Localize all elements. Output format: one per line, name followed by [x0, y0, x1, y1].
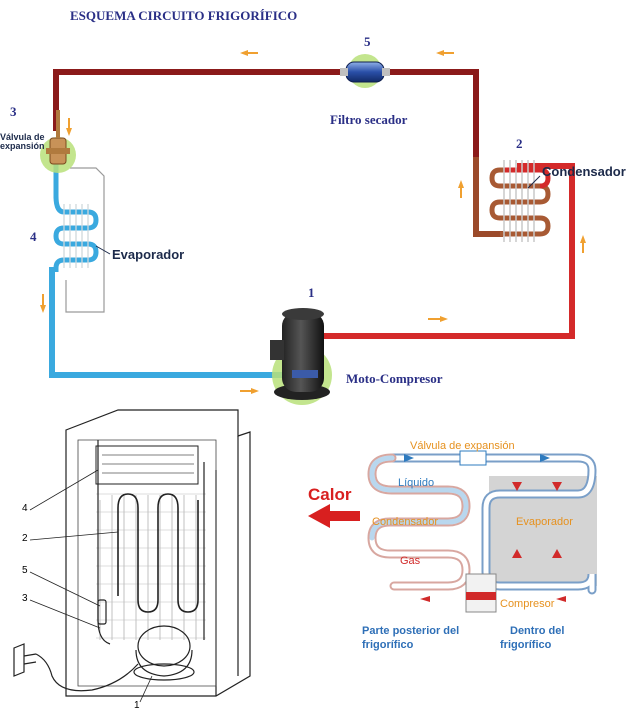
cycle-expansion-valve-icon — [459, 450, 487, 466]
cycle-loop — [367, 453, 597, 595]
label-evaporador: Evaporador — [112, 247, 185, 262]
cycle-label-valvula: Válvula de expansión — [410, 440, 515, 452]
label-filtro-secador: Filtro secador — [330, 112, 408, 127]
evaporator-leader — [95, 245, 111, 255]
label-moto-compresor: Moto-Compresor — [346, 371, 443, 386]
flow-arrows — [40, 50, 586, 394]
flow-arrow-icon — [540, 454, 550, 462]
liquid-line-top — [53, 69, 479, 166]
sketch-number-5: 5 — [22, 565, 28, 576]
cycle-label-condensador: Condensador — [372, 516, 439, 528]
condenser-leader — [527, 175, 541, 189]
flow-arrow-icon — [404, 454, 414, 462]
expansion-valve-icon — [46, 110, 70, 165]
cycle-label-compresor: Compresor — [500, 598, 555, 610]
cycle-label-gas: Gas — [400, 555, 421, 567]
number-2: 2 — [516, 136, 523, 151]
flow-arrow-icon — [40, 294, 46, 313]
number-5: 5 — [364, 34, 371, 49]
fridge-sketch — [13, 409, 251, 703]
flow-arrow-icon — [240, 50, 258, 56]
label-parte-posterior-2: frigorífico — [362, 639, 414, 651]
label-dentro-2: frigorífico — [500, 639, 552, 651]
flow-arrow-icon — [552, 482, 562, 491]
diagram-title: ESQUEMA CIRCUITO FRIGORÍFICO — [70, 8, 298, 23]
flow-arrow-icon — [580, 235, 586, 253]
flow-arrow-icon — [512, 549, 522, 558]
number-4: 4 — [30, 229, 37, 244]
flow-arrow-icon — [512, 482, 522, 491]
number-1: 1 — [308, 285, 315, 300]
sketch-number-3: 3 — [22, 593, 28, 604]
flow-arrow-icon — [240, 388, 259, 394]
evaporator-coil — [53, 195, 99, 272]
label-valvula-line2: expansión — [0, 141, 45, 151]
calor-arrow-icon — [308, 504, 360, 528]
label-valvula-line1: Válvula de — [0, 132, 45, 142]
label-dentro-1: Dentro del — [510, 625, 565, 637]
filter-drier-icon — [340, 61, 390, 83]
compressor-icon — [270, 308, 330, 400]
evaporator-housing — [65, 167, 105, 313]
condenser-coil — [489, 160, 551, 242]
label-parte-posterior-1: Parte posterior del — [362, 625, 460, 637]
flow-arrow-icon — [428, 316, 448, 322]
cycle-label-liquido: Líquido — [398, 477, 435, 489]
flow-arrow-icon — [552, 549, 562, 558]
flow-arrow-icon — [556, 596, 566, 602]
label-condensador: Condensador — [542, 164, 626, 179]
number-3: 3 — [10, 104, 17, 119]
cycle-arrows — [308, 454, 566, 602]
circuit-pipes — [49, 69, 575, 378]
suction-line — [49, 267, 285, 378]
discharge-line — [315, 163, 575, 339]
condenser-outlet-pipe — [473, 157, 503, 237]
sketch-number-1: 1 — [134, 700, 140, 711]
cycle-label-calor: Calor — [308, 485, 352, 504]
cycle-label-evaporador: Evaporador — [516, 516, 573, 528]
flow-arrow-icon — [66, 118, 72, 136]
flow-arrow-icon — [420, 596, 430, 602]
flow-arrow-icon — [458, 180, 464, 198]
sketch-number-2: 2 — [22, 533, 28, 544]
sketch-number-4: 4 — [22, 503, 28, 514]
flow-arrow-icon — [436, 50, 454, 56]
